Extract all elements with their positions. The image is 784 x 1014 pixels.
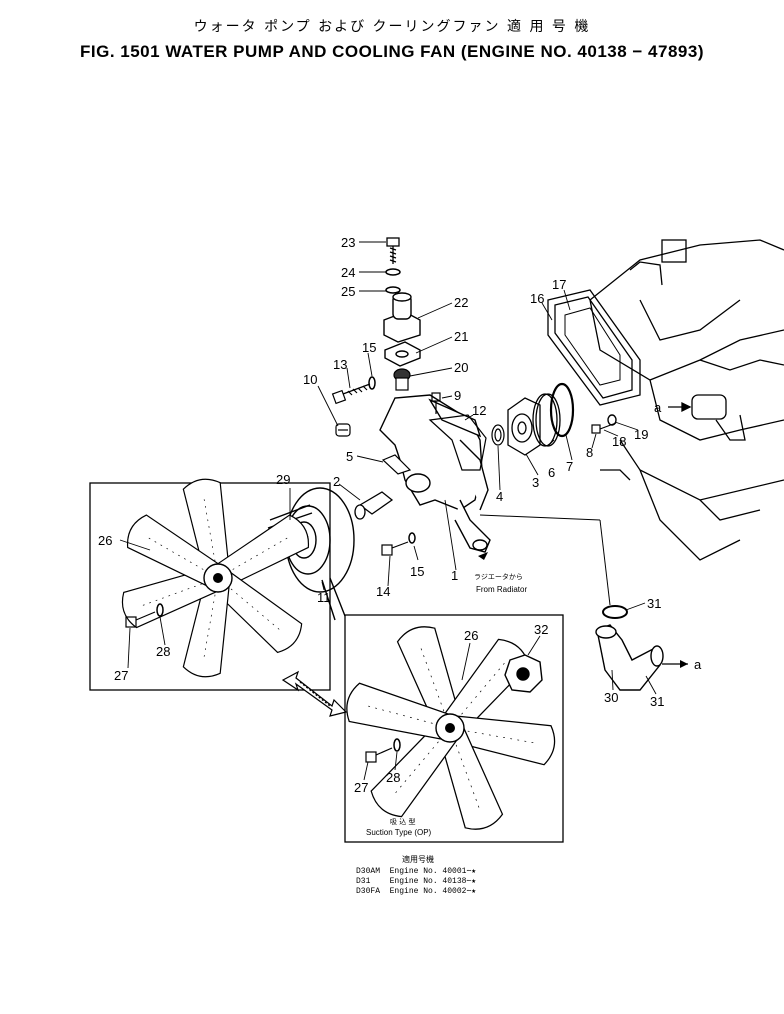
footer-row-2: D31 Engine No. 40138∼★	[356, 876, 476, 886]
callout-13: 13	[333, 357, 347, 372]
clamp-31-upper	[602, 605, 628, 619]
callout-a-upper: a	[654, 400, 662, 415]
callout-2: 2	[333, 474, 340, 489]
model-name: D30FA	[356, 887, 381, 896]
engine-range: Engine No. 40002∼★	[389, 887, 477, 896]
callout-20: 20	[454, 360, 468, 375]
callout-4: 4	[496, 489, 503, 504]
radiator-note-en: From Radiator	[476, 585, 527, 594]
spacer-32	[504, 654, 543, 693]
water-pump-body	[379, 394, 491, 553]
applicable-models-header: 適用号機	[402, 855, 434, 864]
callout-1: 1	[451, 568, 458, 583]
impeller-3	[507, 397, 541, 456]
model-name: D31	[356, 877, 371, 886]
callout-21: 21	[454, 329, 468, 344]
callout-3: 3	[532, 475, 539, 490]
callout-12: 12	[472, 403, 486, 418]
hose-30	[595, 624, 664, 691]
callout-6: 6	[548, 465, 555, 480]
callout-10: 10	[303, 372, 317, 387]
callout-27-suction: 27	[354, 780, 368, 795]
callout-17: 17	[552, 277, 566, 292]
radiator-note-jp: ラジエータから	[474, 572, 523, 581]
callout-27-standard: 27	[114, 668, 128, 683]
callout-18: 18	[612, 434, 626, 449]
sensor-2	[354, 491, 394, 520]
washer-25	[385, 286, 401, 294]
washer-28-standard	[156, 603, 164, 617]
callout-19: 19	[634, 427, 648, 442]
callout-25: 25	[341, 284, 355, 299]
fan-box-suction	[344, 614, 564, 843]
callout-29: 29	[276, 472, 290, 487]
bolt-9	[431, 392, 441, 414]
washer-15-lower	[408, 532, 416, 544]
callout-9: 9	[454, 388, 461, 403]
bolt-23	[386, 237, 400, 264]
washer-19	[607, 414, 617, 426]
suction-type-en: Suction Type (OP)	[366, 828, 432, 837]
engine-range: Engine No. 40001∼★	[389, 867, 477, 876]
callout-8: 8	[586, 445, 593, 460]
callout-23: 23	[341, 235, 355, 250]
fan-26-suction	[342, 621, 559, 835]
figure-title: FIG. 1501 WATER PUMP AND COOLING FAN (EN…	[80, 42, 704, 61]
plug-10	[335, 423, 351, 437]
suction-type-jp: 吸 込 型	[390, 817, 415, 826]
o-ring-7	[549, 382, 575, 438]
bolt-13	[331, 383, 371, 405]
bolt-14	[381, 541, 409, 556]
bolt-27-standard	[125, 611, 156, 628]
bolt-27-suction	[365, 747, 393, 763]
thermostat-20	[393, 368, 411, 391]
gasket-12	[428, 414, 487, 471]
gasket-21	[384, 341, 421, 367]
callout-31-upper: 31	[647, 596, 661, 611]
clip-5	[381, 454, 412, 475]
callout-26-standard: 26	[98, 533, 112, 548]
alternative-arrow	[281, 670, 348, 717]
callout-15-lower: 15	[410, 564, 424, 579]
callout-14: 14	[376, 584, 390, 599]
footer-row-3: D30FA Engine No. 40002∼★	[356, 886, 476, 896]
callout-28-suction: 28	[386, 770, 400, 785]
lock-washer-24	[385, 268, 401, 276]
title-japanese: ウォータ ポンプ および クーリングファン 適 用 号 機	[193, 19, 591, 35]
leader-lines	[119, 241, 657, 781]
callout-22: 22	[454, 295, 468, 310]
bolt-18	[591, 422, 617, 434]
callout-26-suction: 26	[464, 628, 478, 643]
callout-16: 16	[530, 291, 544, 306]
seal-4	[491, 424, 505, 446]
model-name: D30AM	[356, 867, 381, 876]
callout-5: 5	[346, 449, 353, 464]
callout-31-lower: 31	[650, 694, 664, 709]
callout-32: 32	[534, 622, 548, 637]
callout-30: 30	[604, 690, 618, 705]
footer-row-1: D30AM Engine No. 40001∼★	[356, 866, 476, 876]
engine-block	[589, 239, 784, 561]
engine-range: Engine No. 40138∼★	[389, 877, 477, 886]
callout-15-upper: 15	[362, 340, 376, 355]
thermostat-housing-22	[383, 292, 421, 343]
callout-a-lower: a	[694, 657, 702, 672]
callout-28-standard: 28	[156, 644, 170, 659]
callout-labels: 23 24 25 22 21 20 9 12 15 13 10 5 2 29 4…	[98, 235, 702, 795]
washer-28-suction	[393, 738, 401, 752]
cover-plate-17	[547, 289, 641, 406]
fan-26-standard	[117, 475, 315, 681]
callout-7: 7	[566, 459, 573, 474]
washer-15-upper	[368, 376, 376, 390]
callout-11: 11	[317, 590, 331, 605]
callout-24: 24	[341, 265, 355, 280]
elbow-fitting-a	[668, 394, 746, 441]
